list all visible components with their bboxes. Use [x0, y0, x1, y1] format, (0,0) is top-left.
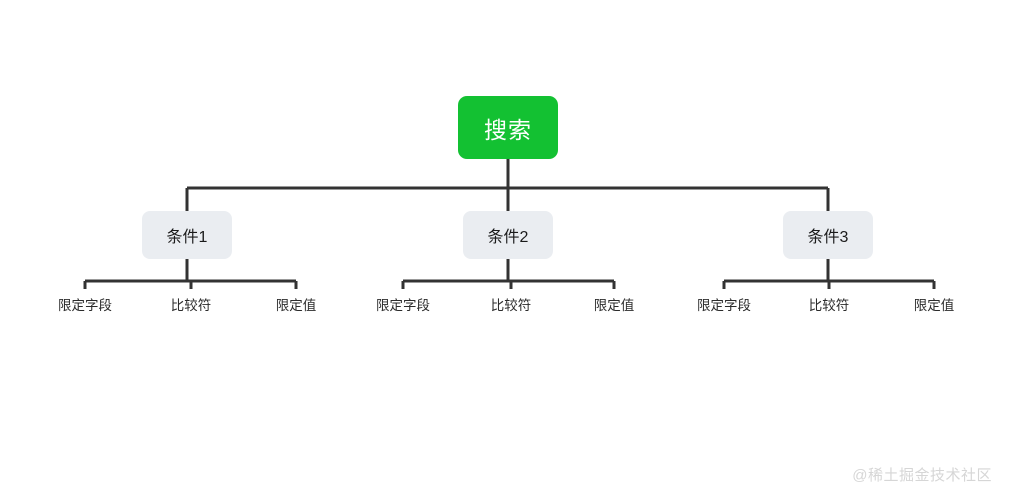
- node-condition-1[interactable]: 条件1: [142, 211, 232, 259]
- leaf-label-operator-2: 比较符: [490, 298, 532, 313]
- leaf-label-value-2: 限定值: [593, 298, 635, 313]
- node-root-search[interactable]: 搜索: [458, 96, 558, 159]
- node-condition-2[interactable]: 条件2: [463, 211, 553, 259]
- leaf-label-operator-3: 比较符: [808, 298, 850, 313]
- leaf-label-value-3: 限定值: [913, 298, 955, 313]
- leaf-label-field-2: 限定字段: [376, 298, 430, 313]
- leaf-label-value-1: 限定值: [275, 298, 317, 313]
- leaf-label-field-1: 限定字段: [58, 298, 112, 313]
- leaf-label-field-3: 限定字段: [697, 298, 751, 313]
- leaf-label-operator-1: 比较符: [170, 298, 212, 313]
- node-condition-3[interactable]: 条件3: [783, 211, 873, 259]
- watermark: @稀土掘金技术社区: [852, 467, 992, 484]
